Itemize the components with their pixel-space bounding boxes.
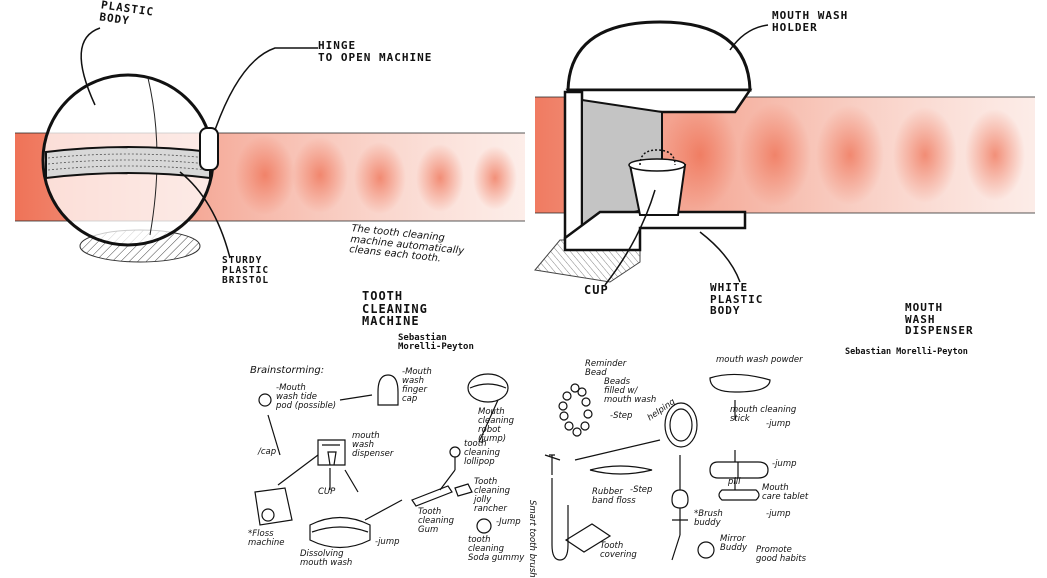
cup-label: CUP [584, 283, 609, 297]
item-finger-cap: -Mouth wash finger cap [402, 367, 432, 404]
mirror-buddy-doodle [697, 541, 715, 559]
item-jump-2: -Jump [496, 517, 521, 527]
item-jump-5: -jump [766, 509, 791, 519]
item-robot: Mouth cleaning robot (jump) [478, 407, 515, 444]
dispenser-dome [566, 20, 752, 92]
item-mirror-buddy: Mirror Buddy [720, 534, 748, 553]
rubber-floss-doodle [589, 465, 653, 475]
glow-blobs-right [662, 100, 1025, 210]
dispenser-author: Sebastian Morelli-Peyton [845, 347, 968, 357]
item-pod: -Mouth wash tide pod (possible) [276, 383, 337, 411]
mouth-wash-holder-label: MOUTH WASH HOLDER [772, 9, 849, 34]
sturdy-bristol-label: STURDY PLASTIC BRISTOL [222, 255, 270, 286]
item-cup: CUP [318, 487, 336, 497]
item-jump-3: -jump [766, 419, 791, 429]
item-dispenser: mouth wash dispenser [352, 431, 394, 459]
item-pill: pill [728, 477, 741, 487]
item-beads: Beads filled w/ mouth wash [604, 377, 657, 405]
white-plastic-body-label: WHITE PLASTIC BODY [710, 281, 764, 318]
brush-buddy-doodle [671, 489, 689, 535]
dispenser-base [563, 210, 747, 252]
item-cap: /cap [258, 447, 277, 457]
item-reminder: Reminder Bead [585, 359, 627, 378]
item-gum: Tooth cleaning Gum [418, 507, 455, 535]
item-lollipop: tooth cleaning lollipop [464, 439, 501, 467]
tooth-cleaning-machine-sketch [15, 27, 525, 263]
tablet-doodle [718, 489, 760, 501]
soda-doodle [476, 518, 492, 534]
robot-doodle [467, 373, 509, 403]
item-rubber-floss: Rubber band floss [592, 487, 636, 506]
powder-stick-doodle [709, 373, 771, 393]
pill-doodle [709, 461, 769, 479]
item-dissolving: Dissolving mouth wash [300, 549, 353, 568]
item-tablet: Mouth care tablet [762, 483, 809, 502]
rancher-doodle [454, 483, 473, 497]
hinge-label: HINGE TO OPEN MACHINE [318, 39, 433, 64]
bristle-band [45, 146, 211, 180]
item-stick: mouth cleaning stick [730, 405, 797, 424]
dispenser-cup [628, 164, 687, 216]
item-promote: Promote good habits [756, 545, 807, 564]
floss-machine-doodle [254, 487, 293, 526]
item-rancher: Tooth cleaning jolly rancher [474, 477, 511, 514]
item-soda: tooth cleaning Soda gummy [468, 535, 525, 563]
item-jump-4: -jump [772, 459, 797, 469]
finger-cap-doodle [377, 374, 399, 406]
item-smart-brush: Smart tooth brush [527, 500, 537, 578]
item-step-1: -Step [610, 411, 633, 421]
hinge [199, 127, 219, 171]
dispenser-back-wall [563, 90, 584, 241]
lollipop-doodle [449, 446, 461, 458]
glow-blobs-left [235, 135, 517, 215]
reminder-beads-doodle [558, 383, 593, 437]
item-covering: Tooth covering [600, 541, 637, 560]
item-powder: mouth wash powder [716, 355, 803, 365]
brainstorm-heading: Brainstorming: [250, 365, 325, 376]
smart-brush-doodle [549, 454, 569, 561]
machine-author: Sebastian Morelli-Peyton [398, 333, 474, 353]
item-step-2: -Step [630, 485, 653, 495]
item-brush-buddy: *Brush buddy [694, 509, 723, 528]
gum-doodle [411, 485, 453, 507]
pod-doodle [258, 393, 272, 407]
covering-doodle [564, 523, 612, 553]
mouth-wash-dispenser-sketch [534, 20, 1035, 286]
dissolving-doodle [309, 516, 371, 549]
helping-ring-doodle [664, 402, 698, 448]
dispenser-title: MOUTH WASH DISPENSER [905, 301, 974, 338]
item-floss-machine: *Floss machine [248, 529, 285, 548]
item-jump-1: -jump [375, 537, 400, 547]
machine-title: TOOTH CLEANING MACHINE [362, 289, 428, 329]
brainstorm-doodles [254, 373, 771, 561]
dispenser-doodle [317, 439, 346, 466]
